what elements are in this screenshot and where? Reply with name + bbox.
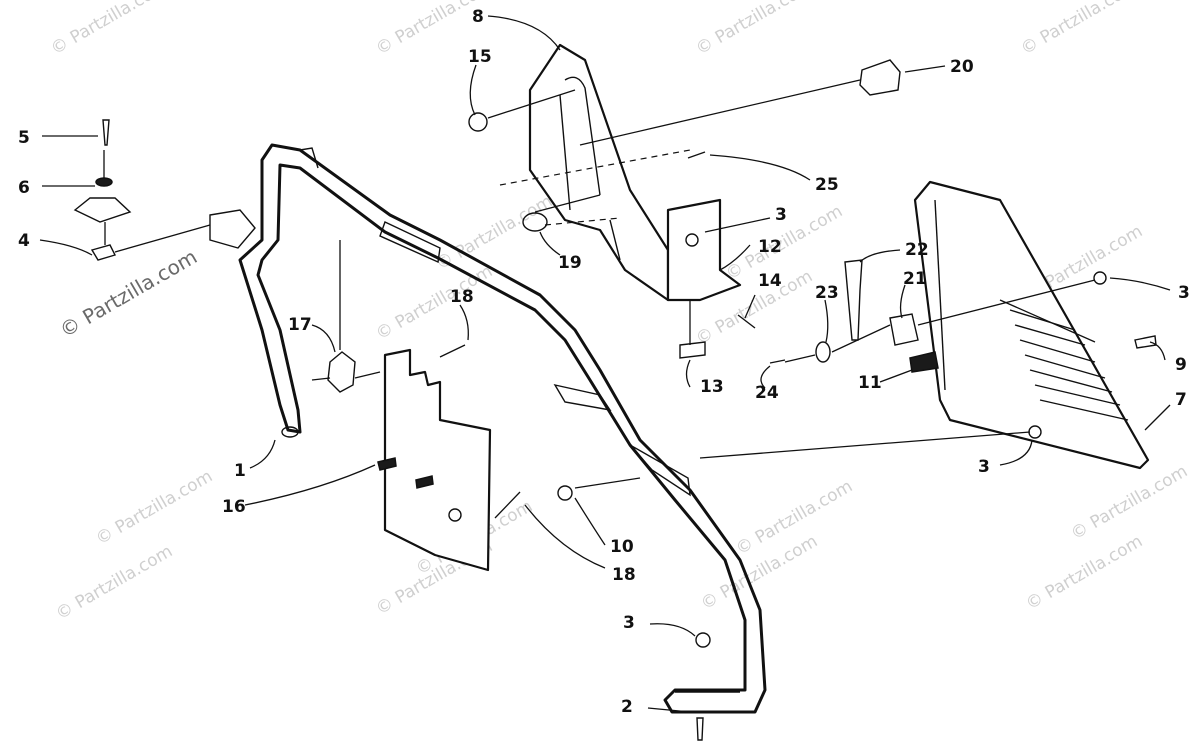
watermark-4: © Partzilla.com xyxy=(1018,0,1142,59)
watermark-prominent: © Partzilla.com xyxy=(56,244,202,342)
callout-5: 5 xyxy=(18,128,30,148)
left-panel-part xyxy=(377,348,492,572)
watermark-7: © Partzilla.com xyxy=(433,191,557,274)
callout-23: 23 xyxy=(815,283,839,303)
callout-14: 14 xyxy=(758,271,782,291)
callout-8: 8 xyxy=(472,7,484,27)
callout-10: 10 xyxy=(610,537,634,557)
callout-7: 7 xyxy=(1175,390,1187,410)
callout-3a: 3 xyxy=(623,613,635,633)
callout-13: 13 xyxy=(700,377,724,397)
right-finned-plate-part xyxy=(913,180,1150,470)
callout-21: 21 xyxy=(903,269,927,289)
upper-bracket-part xyxy=(528,43,670,302)
hardware-parts xyxy=(73,59,1157,741)
callout-18a: 18 xyxy=(450,287,474,307)
callout-25: 25 xyxy=(815,175,839,195)
callout-9: 9 xyxy=(1175,355,1187,375)
callout-leaders xyxy=(39,15,1171,713)
callout-16: 16 xyxy=(222,497,246,517)
callout-11: 11 xyxy=(858,373,882,393)
assembly-lines xyxy=(103,79,1096,519)
watermark-1: © Partzilla.com xyxy=(48,0,172,59)
callout-4: 4 xyxy=(18,231,30,251)
callout-22: 22 xyxy=(905,240,929,260)
callout-20: 20 xyxy=(950,57,974,77)
brace-tube-part xyxy=(209,143,767,714)
callout-18b: 18 xyxy=(612,565,636,585)
watermark-5: © Partzilla.com xyxy=(373,261,497,344)
small-bracket-part xyxy=(666,198,742,302)
callout-3d: 3 xyxy=(775,205,787,225)
callout-19: 19 xyxy=(558,253,582,273)
callout-17: 17 xyxy=(288,315,312,335)
callout-24: 24 xyxy=(755,383,779,403)
watermark-13: © Partzilla.com xyxy=(1023,531,1147,614)
callout-3c: 3 xyxy=(1178,283,1190,303)
callout-12: 12 xyxy=(758,237,782,257)
callout-labels: 1 2 3 3 3 3 3 4 5 6 7 8 9 10 11 12 13 14… xyxy=(18,7,1190,717)
callout-2: 2 xyxy=(621,697,633,717)
callout-3b: 3 xyxy=(978,457,990,477)
watermark-3: © Partzilla.com xyxy=(693,0,817,59)
watermark-10: © Partzilla.com xyxy=(53,541,177,624)
callout-15: 15 xyxy=(468,47,492,67)
callout-6: 6 xyxy=(18,178,30,198)
watermark-14: © Partzilla.com xyxy=(93,466,217,549)
callout-1: 1 xyxy=(234,461,246,481)
watermark-17: © Partzilla.com xyxy=(1068,461,1192,544)
